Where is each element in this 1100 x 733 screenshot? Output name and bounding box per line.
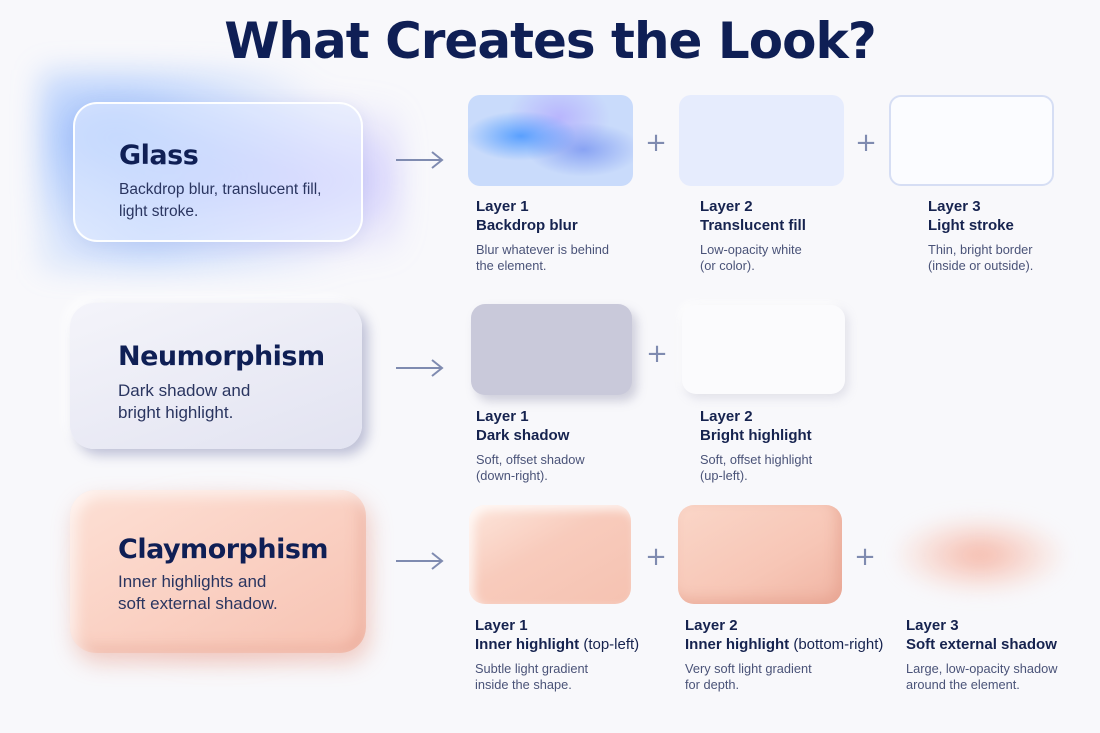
desc-line: Backdrop blur, translucent fill, bbox=[119, 181, 322, 198]
desc-line: (inside or outside). bbox=[928, 258, 1034, 273]
glass-layer-1-swatch bbox=[468, 95, 633, 186]
desc-line: Very soft light gradient bbox=[685, 661, 812, 676]
neumorphism-card: Neumorphism Dark shadow and bright highl… bbox=[70, 303, 362, 449]
desc-line: Soft, offset highlight bbox=[700, 452, 813, 467]
layer-label: Layer 1 bbox=[475, 617, 528, 634]
glass-layer-3-caption: Layer 3 Light stroke Thin, bright border… bbox=[928, 197, 1100, 274]
desc-line: Thin, bright border bbox=[928, 242, 1033, 257]
desc-line: Dark shadow and bbox=[118, 381, 251, 400]
plus-icon: + bbox=[855, 128, 877, 158]
desc-line: light stroke. bbox=[119, 203, 199, 220]
plus-icon: + bbox=[646, 339, 668, 369]
desc-line: soft external shadow. bbox=[118, 594, 278, 613]
glass-card: Glass Backdrop blur, translucent fill, l… bbox=[73, 102, 363, 242]
desc-line: bright highlight. bbox=[118, 403, 234, 422]
right-arrow-icon bbox=[396, 552, 444, 570]
layer-name: Inner highlight (top-left) bbox=[475, 635, 695, 655]
layer-description: Soft, offset highlight (up-left). bbox=[700, 452, 920, 484]
desc-line: (down-right). bbox=[476, 468, 548, 483]
layer-description: Thin, bright border (inside or outside). bbox=[928, 242, 1100, 274]
desc-line: (up-left). bbox=[700, 468, 748, 483]
glass-layer-1-caption: Layer 1 Backdrop blur Blur whatever is b… bbox=[476, 197, 696, 274]
claymorphism-layer-1-swatch bbox=[469, 505, 631, 604]
desc-line: (or color). bbox=[700, 258, 755, 273]
desc-line: Blur whatever is behind bbox=[476, 242, 610, 257]
claymorphism-card-title: Claymorphism bbox=[118, 534, 329, 565]
neumorphism-layer-2-swatch bbox=[682, 305, 845, 394]
layer-name-main: Inner highlight bbox=[475, 636, 580, 653]
desc-line: Inner highlights and bbox=[118, 572, 267, 591]
layer-name: Light stroke bbox=[928, 217, 1014, 234]
desc-line: Subtle light gradient bbox=[475, 661, 589, 676]
layer-name-suffix: (bottom-right) bbox=[793, 636, 884, 653]
plus-icon: + bbox=[854, 542, 876, 572]
layer-label: Layer 3 bbox=[906, 617, 959, 634]
desc-line: Large, low-opacity shadow bbox=[906, 661, 1058, 676]
layer-label: Layer 2 bbox=[700, 408, 753, 425]
claymorphism-layer-2-caption: Layer 2 Inner highlight (bottom-right) V… bbox=[685, 616, 905, 693]
neumorphism-card-title: Neumorphism bbox=[118, 341, 325, 372]
layer-name: Bright highlight bbox=[700, 427, 812, 444]
desc-line: inside the shape. bbox=[475, 677, 572, 692]
layer-name-suffix: (top-left) bbox=[583, 636, 640, 653]
plus-icon: + bbox=[645, 128, 667, 158]
layer-name: Translucent fill bbox=[700, 217, 806, 234]
claymorphism-layer-2-swatch bbox=[678, 505, 842, 604]
claymorphism-card: Claymorphism Inner highlights and soft e… bbox=[70, 490, 366, 653]
layer-label: Layer 1 bbox=[476, 198, 529, 215]
layer-label: Layer 3 bbox=[928, 198, 981, 215]
neumorphism-layer-1-caption: Layer 1 Dark shadow Soft, offset shadow … bbox=[476, 407, 696, 484]
neumorphism-layer-1-swatch bbox=[471, 304, 632, 395]
layer-description: Low-opacity white (or color). bbox=[700, 242, 920, 274]
desc-line: Soft, offset shadow bbox=[476, 452, 585, 467]
desc-line: around the element. bbox=[906, 677, 1020, 692]
layer-name: Dark shadow bbox=[476, 427, 570, 444]
desc-line: Low-opacity white bbox=[700, 242, 802, 257]
layer-name: Soft external shadow bbox=[906, 636, 1057, 653]
claymorphism-layer-3-swatch bbox=[895, 515, 1065, 595]
glass-card-title: Glass bbox=[119, 140, 199, 171]
neumorphism-card-description: Dark shadow and bright highlight. bbox=[118, 380, 342, 424]
glass-layer-3-swatch bbox=[889, 95, 1054, 186]
layer-description: Subtle light gradient inside the shape. bbox=[475, 661, 695, 693]
layer-description: Blur whatever is behind the element. bbox=[476, 242, 696, 274]
glass-layer-2-caption: Layer 2 Translucent fill Low-opacity whi… bbox=[700, 197, 920, 274]
layer-description: Soft, offset shadow (down-right). bbox=[476, 452, 696, 484]
layer-description: Very soft light gradient for depth. bbox=[685, 661, 905, 693]
layer-label: Layer 2 bbox=[685, 617, 738, 634]
layer-name: Backdrop blur bbox=[476, 217, 578, 234]
right-arrow-icon bbox=[396, 151, 444, 169]
layer-name: Inner highlight (bottom-right) bbox=[685, 635, 905, 655]
claymorphism-layer-3-caption: Layer 3 Soft external shadow Large, low-… bbox=[906, 616, 1091, 693]
layer-label: Layer 2 bbox=[700, 198, 753, 215]
claymorphism-card-description: Inner highlights and soft external shado… bbox=[118, 571, 346, 615]
glass-card-description: Backdrop blur, translucent fill, light s… bbox=[119, 179, 341, 223]
desc-line: for depth. bbox=[685, 677, 740, 692]
layer-label: Layer 1 bbox=[476, 408, 529, 425]
layer-description: Large, low-opacity shadow around the ele… bbox=[906, 661, 1091, 693]
glass-layer-2-swatch bbox=[679, 95, 844, 186]
page-title: What Creates the Look? bbox=[224, 12, 876, 70]
claymorphism-layer-1-caption: Layer 1 Inner highlight (top-left) Subtl… bbox=[475, 616, 695, 693]
desc-line: the element. bbox=[476, 258, 547, 273]
layer-name-main: Inner highlight bbox=[685, 636, 790, 653]
plus-icon: + bbox=[645, 542, 667, 572]
neumorphism-layer-2-caption: Layer 2 Bright highlight Soft, offset hi… bbox=[700, 407, 920, 484]
right-arrow-icon bbox=[396, 359, 444, 377]
